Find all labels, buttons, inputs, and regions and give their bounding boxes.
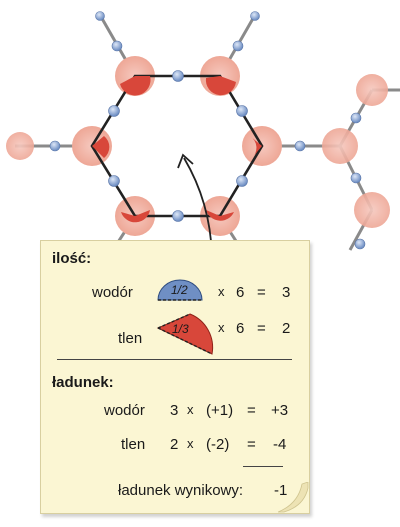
hydrogen-amount-label: wodór <box>92 284 133 301</box>
oxygen-amount-label: tlen <box>118 330 143 347</box>
hydrogen-charge-equals: = <box>247 402 256 419</box>
oxygen-charge-label: tlen <box>121 436 146 453</box>
hydrogen-count: 3 <box>170 402 179 419</box>
hydrogen-half-piece <box>157 279 203 301</box>
hexagon-oxygen-cores <box>92 76 262 223</box>
hydrogen-times-sign: x <box>218 284 225 299</box>
oxygen-count: 2 <box>170 436 179 453</box>
oxygen-charge-value: (-2) <box>206 436 230 453</box>
net-charge-value: -1 <box>274 482 288 499</box>
hydrogen-atoms <box>49 11 366 250</box>
oxygen-charge-equals: = <box>247 436 256 453</box>
net-charge-label: ładunek wynikowy: <box>118 482 244 499</box>
oxygen-amount-result: 2 <box>282 320 291 337</box>
oxygen-third-piece <box>156 313 214 355</box>
oxygen-charge-times: x <box>187 436 194 451</box>
arrow-head <box>177 153 194 169</box>
outer-oxygen-atoms <box>6 74 390 228</box>
hydrogen-charge-label: wodór <box>104 402 145 419</box>
oxygen-charge-result: -4 <box>273 436 287 453</box>
oxygen-times-sign: x <box>218 320 225 335</box>
hydrogen-multiplier: 6 <box>236 284 245 301</box>
hydrogen-charge-result: +3 <box>271 402 289 419</box>
hydrogen-equals: = <box>257 284 266 301</box>
note-page-curl <box>278 482 309 513</box>
hydrogen-charge-value: (+1) <box>206 402 234 419</box>
sum-line <box>243 466 283 467</box>
hydrogen-charge-times: x <box>187 402 194 417</box>
oxygen-multiplier: 6 <box>236 320 245 337</box>
oxygen-equals: = <box>257 320 266 337</box>
hydrogen-amount-result: 3 <box>282 284 291 301</box>
hexagon-bonds <box>90 74 264 218</box>
hydrogen-fraction-label: 1/2 <box>171 283 188 297</box>
amount-heading: ilość: <box>52 250 92 267</box>
section-divider <box>57 359 292 360</box>
charge-heading: ładunek: <box>52 374 114 391</box>
oxygen-fraction-label: 1/3 <box>172 322 189 336</box>
